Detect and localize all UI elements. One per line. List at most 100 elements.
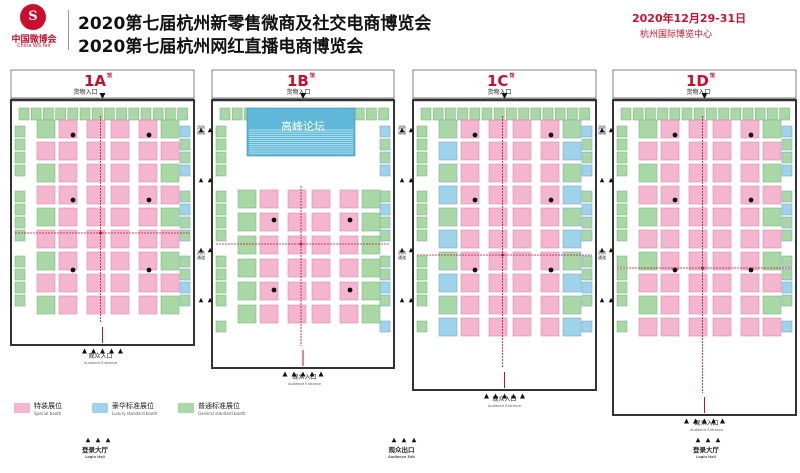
booth	[138, 273, 158, 293]
booth-side	[781, 151, 793, 164]
booth	[638, 185, 658, 205]
booth-general	[616, 151, 628, 164]
booth-general	[353, 107, 365, 121]
booth-general	[432, 107, 444, 121]
booth-general	[215, 138, 227, 151]
booth	[110, 295, 130, 315]
audience-arrow-icon	[282, 371, 288, 377]
booth-general	[215, 125, 227, 138]
passage-arrow-icon	[408, 177, 414, 183]
booth-general	[30, 107, 42, 121]
booth	[660, 163, 680, 183]
booth	[488, 141, 508, 161]
booth	[58, 295, 78, 315]
booth	[36, 141, 56, 161]
pillar	[672, 267, 678, 273]
booth-general	[416, 164, 428, 177]
booth-side	[179, 164, 191, 177]
booth-general	[632, 107, 644, 121]
booth	[259, 212, 279, 232]
booth-general	[416, 294, 428, 307]
booth	[438, 273, 458, 293]
booth	[138, 251, 158, 271]
booth-general	[14, 190, 26, 203]
booth	[762, 119, 782, 139]
booth	[712, 317, 732, 337]
audience-arrow-icon	[702, 418, 707, 424]
booth-general	[215, 255, 227, 268]
hall-label-1d: 1D馆	[686, 72, 715, 90]
booth-side	[581, 216, 593, 229]
booth-side	[581, 203, 593, 216]
booth	[460, 229, 480, 249]
booth	[712, 163, 732, 183]
booth	[438, 185, 458, 205]
booth	[58, 273, 78, 293]
booth	[58, 163, 78, 183]
booth-general	[416, 255, 428, 268]
booth-side	[781, 255, 793, 268]
side-label: 消防通道	[197, 125, 205, 135]
bottom-arrow-icon	[705, 437, 711, 443]
booth-general	[378, 107, 389, 121]
booth-side	[781, 320, 793, 333]
booth-general	[616, 229, 628, 242]
logo: S 中国微博会 China WS fair	[8, 4, 60, 52]
booth-general	[55, 107, 66, 121]
booth-general	[567, 107, 578, 121]
booth	[512, 229, 532, 249]
booth-side	[179, 255, 191, 268]
booth	[488, 317, 508, 337]
booth-side	[379, 138, 391, 151]
booth	[762, 185, 782, 205]
booth-side	[379, 151, 391, 164]
booth-side	[379, 229, 391, 242]
booth-general	[366, 107, 377, 121]
booth	[460, 141, 480, 161]
title-line2: 2020第七届杭州网红直播电商博览会	[78, 37, 364, 57]
booth	[138, 119, 158, 139]
booth-general	[416, 190, 428, 203]
booth	[688, 163, 708, 183]
booth	[460, 207, 480, 227]
booth	[237, 281, 257, 301]
booth	[540, 273, 560, 293]
booth	[361, 235, 381, 255]
header-divider	[68, 10, 69, 50]
booth-general	[742, 107, 754, 121]
booth	[762, 295, 782, 315]
booth-side	[581, 294, 593, 307]
booth	[160, 163, 180, 183]
booth	[638, 207, 658, 227]
booth-general	[657, 107, 668, 121]
booth	[438, 251, 458, 271]
booth-general	[18, 107, 30, 121]
booth-side	[781, 203, 793, 216]
booth	[287, 189, 307, 209]
booth-general	[165, 107, 176, 121]
booth	[512, 119, 532, 139]
pillar	[70, 132, 76, 138]
legend-swatch-luxury	[92, 403, 108, 413]
booth	[138, 207, 158, 227]
booth	[740, 229, 760, 249]
audience-arrow-icon	[684, 418, 689, 424]
passage-arrow-icon	[198, 127, 204, 133]
booth	[36, 163, 56, 183]
booth-general	[14, 203, 26, 216]
booth-general	[420, 107, 432, 121]
booth	[540, 229, 560, 249]
booth	[160, 251, 180, 271]
booth-side	[781, 190, 793, 203]
booth	[160, 185, 180, 205]
booth-general	[416, 268, 428, 281]
booth-side	[379, 320, 391, 333]
booth-general	[128, 107, 140, 121]
audience-arrow-icon	[82, 348, 87, 354]
booth-general	[104, 107, 115, 121]
